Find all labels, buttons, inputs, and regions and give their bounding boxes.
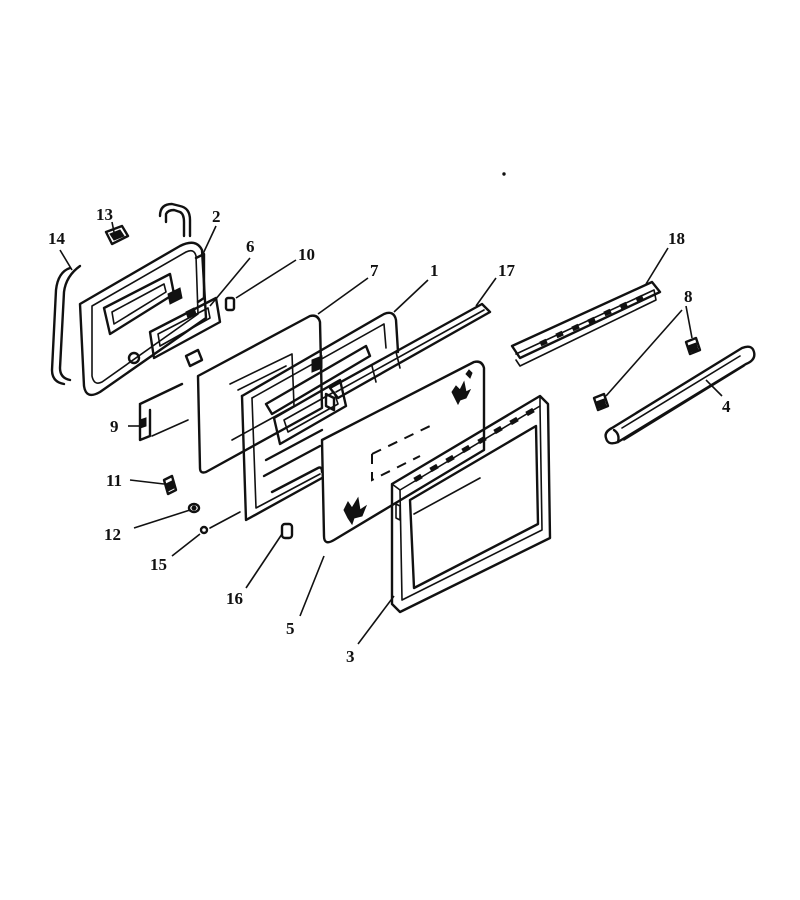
part-2-outer-panel — [78, 241, 208, 397]
part-small-block — [184, 348, 204, 368]
callout-2: 2 — [212, 207, 221, 226]
part-12-washer — [187, 502, 201, 514]
callout-14: 14 — [48, 229, 66, 248]
callout-5: 5 — [286, 619, 295, 638]
callout-labels: 14 13 2 6 10 7 1 17 18 8 4 9 11 12 15 16… — [48, 205, 731, 666]
stray-dot — [502, 172, 506, 176]
callout-9: 9 — [110, 417, 119, 436]
part-18-control-rail — [510, 280, 662, 367]
callout-15: 15 — [150, 555, 167, 574]
callout-4: 4 — [722, 397, 731, 416]
callout-11: 11 — [106, 471, 122, 490]
part-13-clip — [104, 224, 130, 246]
callout-7: 7 — [370, 261, 379, 280]
callout-13: 13 — [96, 205, 113, 224]
part-1-door-liner — [240, 311, 400, 522]
part-hook — [158, 202, 192, 238]
part-5-inner-glass — [320, 360, 486, 544]
callout-10: 10 — [298, 245, 315, 264]
part-7-glass-panel — [196, 314, 324, 474]
callout-12: 12 — [104, 525, 121, 544]
callout-16: 16 — [226, 589, 243, 608]
callout-18: 18 — [668, 229, 685, 248]
part-15-screw — [199, 511, 241, 535]
callout-8: 8 — [684, 287, 693, 306]
part-9-bracket — [138, 382, 189, 442]
part-11-latch — [162, 474, 178, 496]
part-6-window-frame — [148, 296, 222, 360]
callout-3: 3 — [346, 647, 355, 666]
part-16-bumper — [280, 522, 294, 540]
part-10-spacer — [224, 296, 236, 312]
part-4-handle — [604, 345, 756, 445]
callout-6: 6 — [246, 237, 255, 256]
callout-17: 17 — [498, 261, 516, 280]
part-3-vent-slots — [413, 407, 535, 483]
leader-lines — [59, 221, 723, 645]
callout-1: 1 — [430, 261, 439, 280]
part-14-gasket — [50, 264, 82, 386]
part-18-holes — [539, 294, 644, 347]
part-8-end-caps — [592, 336, 702, 412]
part-17-channel — [324, 302, 492, 412]
part-3-outer-frame — [390, 394, 552, 614]
